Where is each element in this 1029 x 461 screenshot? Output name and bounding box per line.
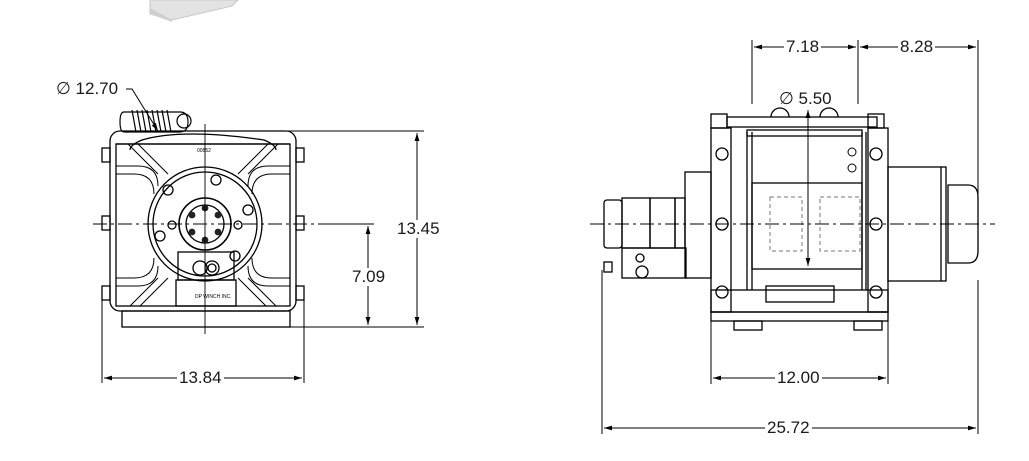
rope-coil-icon: [119, 109, 192, 133]
dim-overall-height: 13.45: [395, 219, 442, 238]
dim-drum-diameter: ∅ 5.50: [779, 89, 832, 108]
dim-rope-diameter: ∅ 12.70: [56, 79, 119, 98]
dim-drum-width: 7.18: [784, 37, 822, 56]
dim-overall-width: 13.84: [177, 368, 224, 387]
diameter-symbol-icon: ∅: [779, 89, 794, 108]
dim-overall-length: 25.72: [765, 418, 812, 437]
dim-centerline-height: 7.09: [350, 267, 388, 286]
iso-render-fragment: [149, 0, 239, 22]
dim-base-mount-width: 12.00: [775, 368, 822, 387]
end-view: [93, 109, 318, 334]
dim-motor-offset: 8.28: [898, 37, 936, 56]
nameplate-text: DP WINCH INC.: [195, 294, 232, 300]
diameter-symbol-icon: ∅: [56, 79, 71, 98]
top-plate-mark: 00852: [197, 148, 211, 154]
side-view: [590, 107, 995, 331]
